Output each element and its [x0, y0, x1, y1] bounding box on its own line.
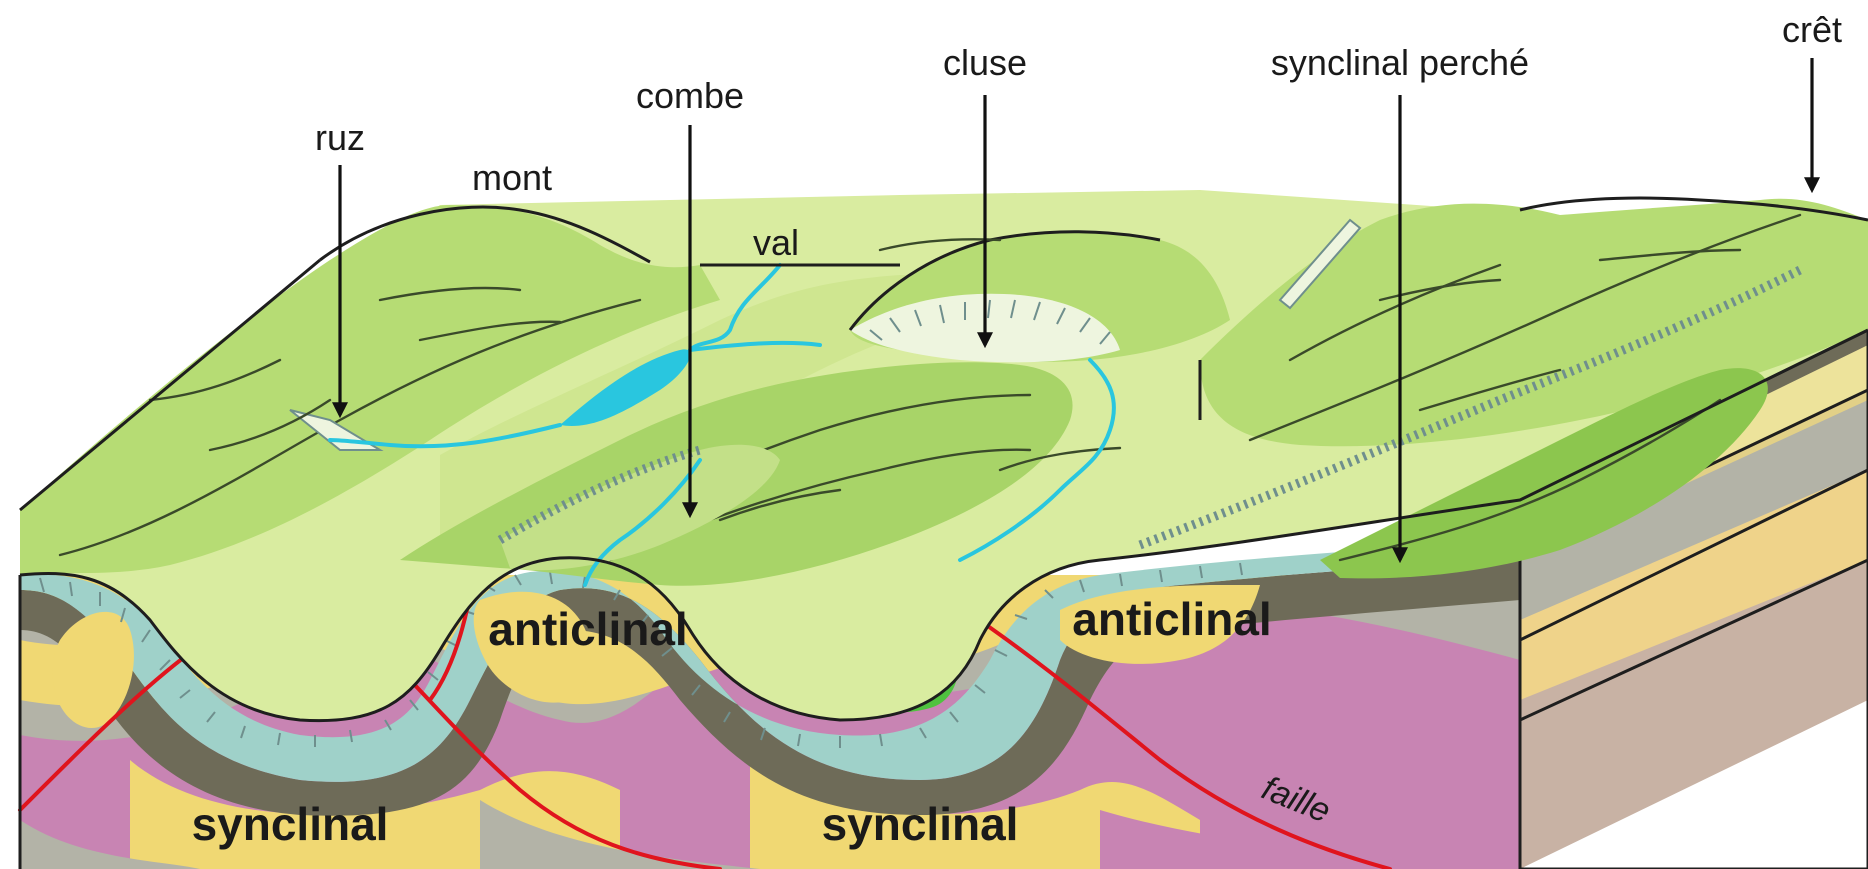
label-synclinal-perche: synclinal perché	[1271, 42, 1529, 83]
label-ruz: ruz	[315, 117, 365, 158]
label-mont: mont	[472, 157, 552, 198]
label-synclinal-right: synclinal	[822, 798, 1019, 850]
label-cret: crêt	[1782, 9, 1842, 50]
label-combe: combe	[636, 75, 744, 116]
label-anticlinal-right: anticlinal	[1072, 593, 1271, 645]
label-synclinal-left: synclinal	[192, 798, 389, 850]
label-anticlinal-left: anticlinal	[488, 603, 687, 655]
label-val: val	[753, 222, 799, 263]
label-cluse: cluse	[943, 42, 1027, 83]
